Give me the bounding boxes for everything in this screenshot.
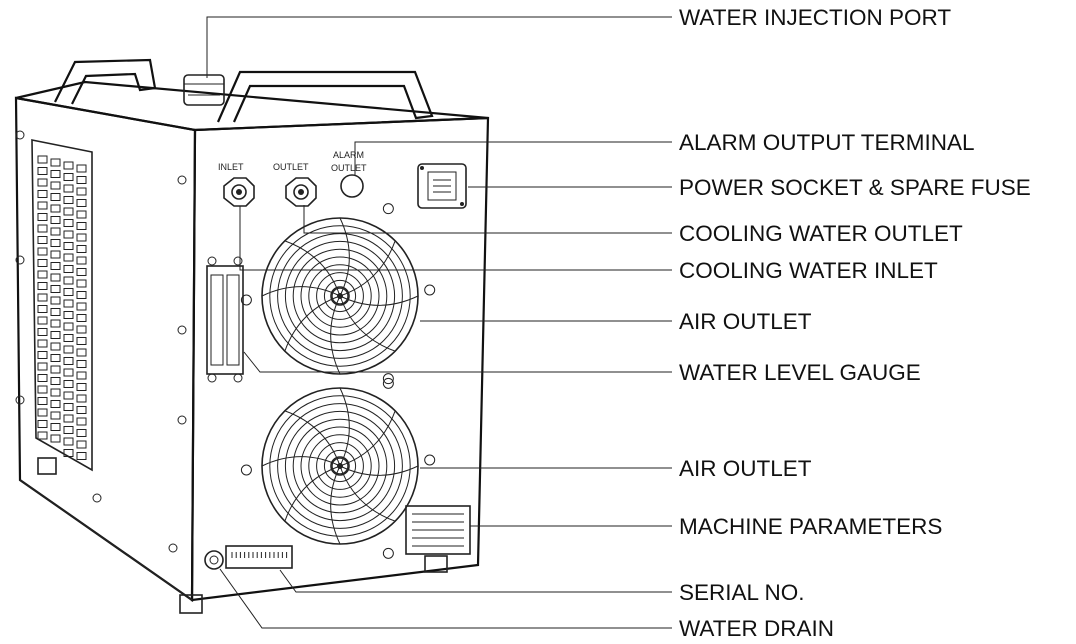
label-serial-no: SERIAL NO. [679, 580, 804, 605]
leader-cooling-water-inlet [239, 206, 672, 271]
leader-water-drain [219, 568, 672, 629]
inlet-fitting [223, 177, 255, 207]
leader-water-level-gauge [243, 351, 672, 373]
outlet-label: OUTLET [273, 162, 309, 172]
label-water-drain: WATER DRAIN [679, 616, 834, 641]
label-alarm-output-terminal: ALARM OUTPUT TERMINAL [679, 130, 974, 155]
front-fittings: INLET OUTLET ALARM OUTLET [204, 150, 471, 570]
carry-handles [54, 58, 434, 123]
water-injection-port [183, 74, 225, 106]
fan-lower [240, 373, 436, 559]
water-drain [204, 550, 224, 570]
label-air-outlet-lower: AIR OUTLET [679, 456, 812, 481]
leader-serial-no [279, 569, 672, 593]
serial-plate [225, 545, 293, 569]
callout-labels: WATER INJECTION PORT ALARM OUTPUT TERMIN… [679, 5, 1031, 641]
leader-water-injection-port [206, 16, 672, 78]
alarm-label-line2: OUTLET [331, 163, 367, 173]
label-power-socket-spare-fuse: POWER SOCKET & SPARE FUSE [679, 175, 1031, 200]
outlet-fitting [285, 177, 317, 207]
leader-lines [206, 16, 672, 629]
label-water-injection-port: WATER INJECTION PORT [679, 5, 951, 30]
alarm-label-line1: ALARM [333, 150, 364, 160]
label-air-outlet-upper: AIR OUTLET [679, 309, 812, 334]
inlet-label: INLET [218, 162, 244, 172]
label-machine-parameters: MACHINE PARAMETERS [679, 514, 942, 539]
label-water-level-gauge: WATER LEVEL GAUGE [679, 360, 921, 385]
label-cooling-water-inlet: COOLING WATER INLET [679, 258, 938, 283]
alarm-terminal [340, 174, 364, 198]
leader-alarm-output-terminal [354, 141, 672, 176]
machine-parameters-plate [405, 505, 471, 555]
power-socket [417, 163, 467, 209]
side-vent-grille [31, 139, 93, 472]
label-cooling-water-outlet: COOLING WATER OUTLET [679, 221, 963, 246]
chiller-body [14, 80, 490, 614]
fan-upper [240, 203, 436, 389]
water-level-gauge [206, 256, 244, 383]
leader-cooling-water-outlet [303, 205, 672, 234]
